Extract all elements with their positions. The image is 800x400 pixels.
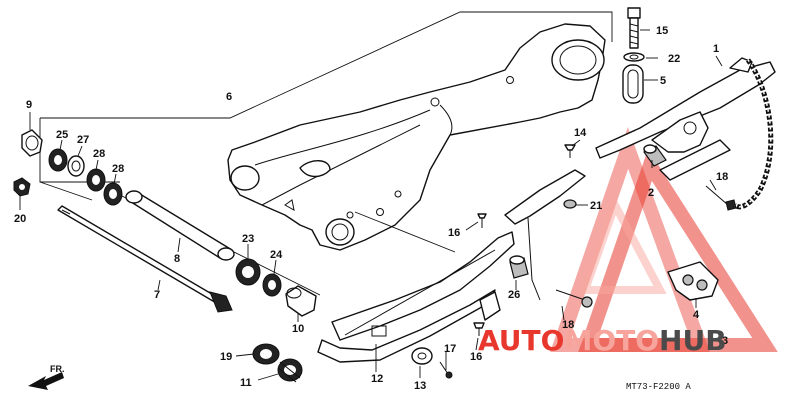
collar-10: [285, 285, 317, 317]
callout-6: 6: [226, 91, 232, 103]
callout-20: 20: [14, 213, 26, 225]
pivot-collar-8: [125, 190, 235, 261]
callout-21: 21: [590, 200, 602, 212]
callout-13: 13: [414, 380, 426, 392]
direction-label: FR.: [50, 364, 65, 374]
bearing-25: [48, 148, 68, 172]
watermark-text: AUTOMOTOHUB: [478, 324, 727, 357]
cap-9: [21, 129, 43, 157]
callout-numbers: 1 2 3 4 5 6 7 8 9 10 11 12 13 14 15 16 1…: [14, 25, 728, 392]
washer-22: [623, 52, 645, 62]
bearing-28a: [86, 168, 106, 192]
callout-16-lower: 16: [470, 351, 482, 363]
callout-19: 19: [220, 351, 232, 363]
chain-slider: [317, 231, 515, 363]
callout-4: 4: [693, 309, 700, 321]
bolt-15: [627, 7, 641, 49]
nut-19: [252, 343, 280, 365]
washer-13: [411, 347, 433, 365]
nut-20: [13, 177, 31, 197]
callout-27: 27: [77, 134, 89, 146]
swingarm: [227, 23, 606, 251]
callout-10: 10: [292, 323, 304, 335]
drive-chain: [733, 58, 774, 210]
screw-16-upper: [477, 213, 487, 228]
watermark-auto: AUTO: [478, 324, 564, 357]
adjuster-bracket-4: [667, 261, 719, 301]
callout-2: 2: [648, 187, 654, 199]
callout-28b: 28: [112, 163, 124, 175]
collar-26: [509, 255, 529, 279]
callout-1: 1: [713, 43, 719, 55]
callout-24: 24: [270, 249, 283, 261]
watermark-hub: HUB: [659, 324, 727, 357]
callout-18-lower: 18: [562, 319, 574, 331]
link-5: [622, 64, 644, 104]
collar-2: [643, 144, 667, 167]
svg-text:AUTOMOTOHUB: AUTOMOTOHUB: [478, 324, 727, 357]
leader-lines: [19, 29, 723, 381]
pivot-shaft-7: [57, 205, 233, 313]
callout-14: 14: [574, 127, 587, 139]
callout-3: 3: [722, 335, 728, 347]
screw-16-lower: [473, 322, 485, 336]
callout-15: 15: [656, 25, 668, 37]
callout-8: 8: [174, 253, 180, 265]
seal-27: [67, 155, 85, 177]
chain-case: [504, 57, 776, 301]
callout-26: 26: [508, 289, 520, 301]
bolt-18-lower: [555, 289, 593, 308]
callout-7: 7: [154, 289, 160, 301]
bushing-11: [277, 358, 303, 383]
bearing-24: [262, 273, 282, 297]
callout-11: 11: [240, 377, 252, 389]
bearing-23: [235, 258, 261, 286]
callout-12: 12: [371, 373, 383, 385]
bolt-18-upper: [705, 185, 737, 211]
callout-22: 22: [668, 53, 680, 65]
callout-18-upper: 18: [716, 171, 728, 183]
callout-25: 25: [56, 129, 68, 141]
callout-17: 17: [444, 343, 456, 355]
bearing-28b: [103, 182, 123, 206]
callout-16-upper: 16: [448, 227, 460, 239]
callout-5: 5: [660, 75, 666, 87]
watermark-logo: [550, 127, 778, 352]
washer-21: [563, 199, 577, 209]
callout-23: 23: [242, 233, 254, 245]
front-direction-arrow: FR.: [28, 364, 65, 390]
callout-9: 9: [26, 99, 32, 111]
watermark-moto: MOTO: [564, 324, 659, 357]
callout-28a: 28: [93, 148, 105, 160]
screw-14: [564, 144, 576, 158]
screw-17: [439, 361, 453, 379]
diagram-code: MT73-F2200 A: [626, 382, 691, 392]
